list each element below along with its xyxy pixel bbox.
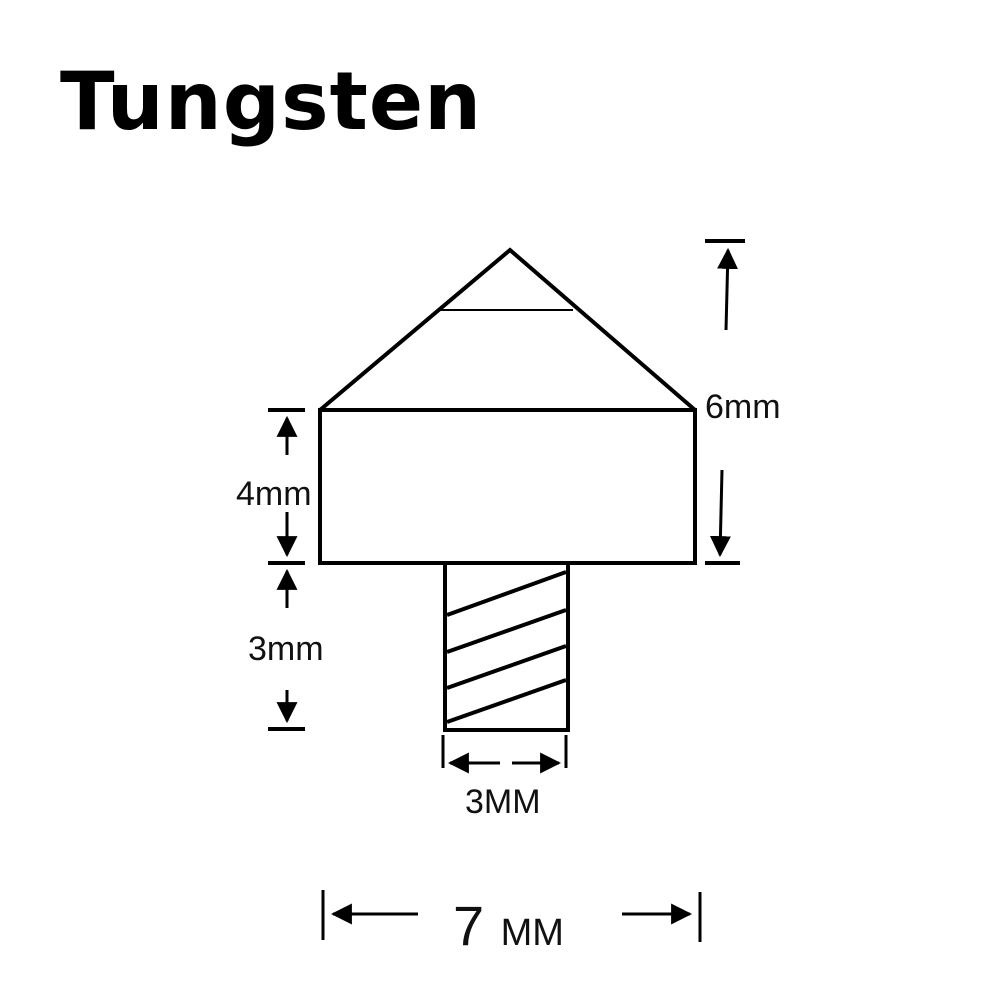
dimension-thread-diameter — [441, 735, 568, 774]
thread-length-label: 3mm — [248, 630, 324, 668]
dimension-head-height — [268, 408, 305, 565]
threaded-shank — [443, 561, 570, 732]
head-width-value: 7 — [453, 894, 484, 957]
dimension-head-width — [321, 890, 702, 942]
total-height-label: 6mm — [705, 388, 781, 426]
head-body — [318, 408, 697, 565]
dimension-total-height — [705, 239, 745, 565]
head-width-label: 7 MM — [453, 894, 564, 957]
dim-arrow-down — [709, 469, 731, 558]
head-height-label: 4mm — [236, 475, 312, 513]
page-title: Tungsten — [60, 55, 483, 148]
cone-tip — [318, 247, 697, 412]
dimension-thread-length — [268, 568, 305, 731]
head-width-unit: MM — [501, 912, 564, 954]
stud-part — [318, 247, 697, 732]
dim-arrow-up — [717, 247, 739, 331]
thread-diameter-label: 3MM — [465, 783, 541, 821]
thread-lines — [446, 570, 567, 724]
